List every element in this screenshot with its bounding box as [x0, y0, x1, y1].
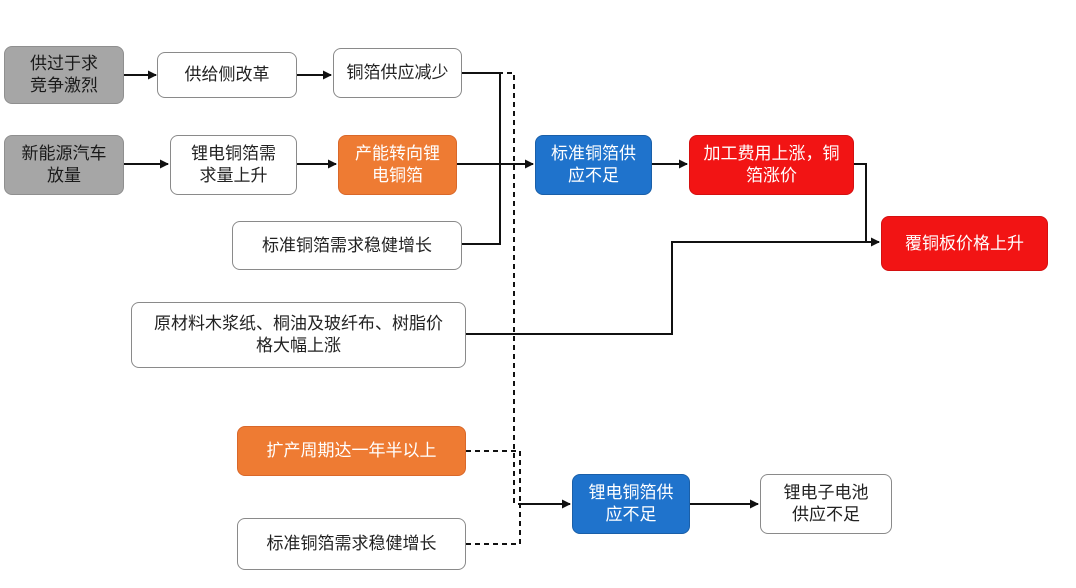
node-lithium-foil-shortage: 锂电铜箔供应不足 — [572, 474, 690, 534]
node-oversupply: 供过于求竞争激烈 — [4, 46, 124, 104]
node-standard-foil-demand-2: 标准铜箔需求稳健增长 — [237, 518, 466, 570]
node-processing-fee-rise: 加工费用上涨，铜箔涨价 — [689, 135, 854, 195]
node-copper-foil-supply-decrease: 铜箔供应减少 — [333, 48, 462, 98]
node-raw-material-price-rise: 原材料木浆纸、桐油及玻纤布、树脂价格大幅上涨 — [131, 302, 466, 368]
node-lithium-battery-shortage: 锂电子电池供应不足 — [760, 474, 892, 534]
dashed-edge-n12 — [466, 450, 521, 504]
edge-n3-merge — [462, 72, 501, 245]
node-ccl-price-rise: 覆铜板价格上升 — [881, 216, 1048, 271]
edge-n11-n10 — [466, 241, 866, 335]
node-standard-foil-shortage: 标准铜箔供应不足 — [535, 135, 652, 195]
node-expansion-cycle: 扩产周期达一年半以上 — [237, 426, 466, 476]
node-standard-foil-demand-1: 标准铜箔需求稳健增长 — [232, 221, 462, 270]
dashed-edge-n13 — [466, 504, 521, 545]
edge-n9-n10 — [854, 163, 880, 247]
node-new-energy-vehicles: 新能源汽车放量 — [4, 135, 124, 195]
dashed-edge-n3-down — [462, 72, 515, 504]
node-supply-side-reform: 供给侧改革 — [157, 52, 297, 98]
node-lithium-foil-demand-rise: 锂电铜箔需求量上升 — [170, 135, 297, 195]
node-capacity-shift: 产能转向锂电铜箔 — [338, 135, 457, 195]
